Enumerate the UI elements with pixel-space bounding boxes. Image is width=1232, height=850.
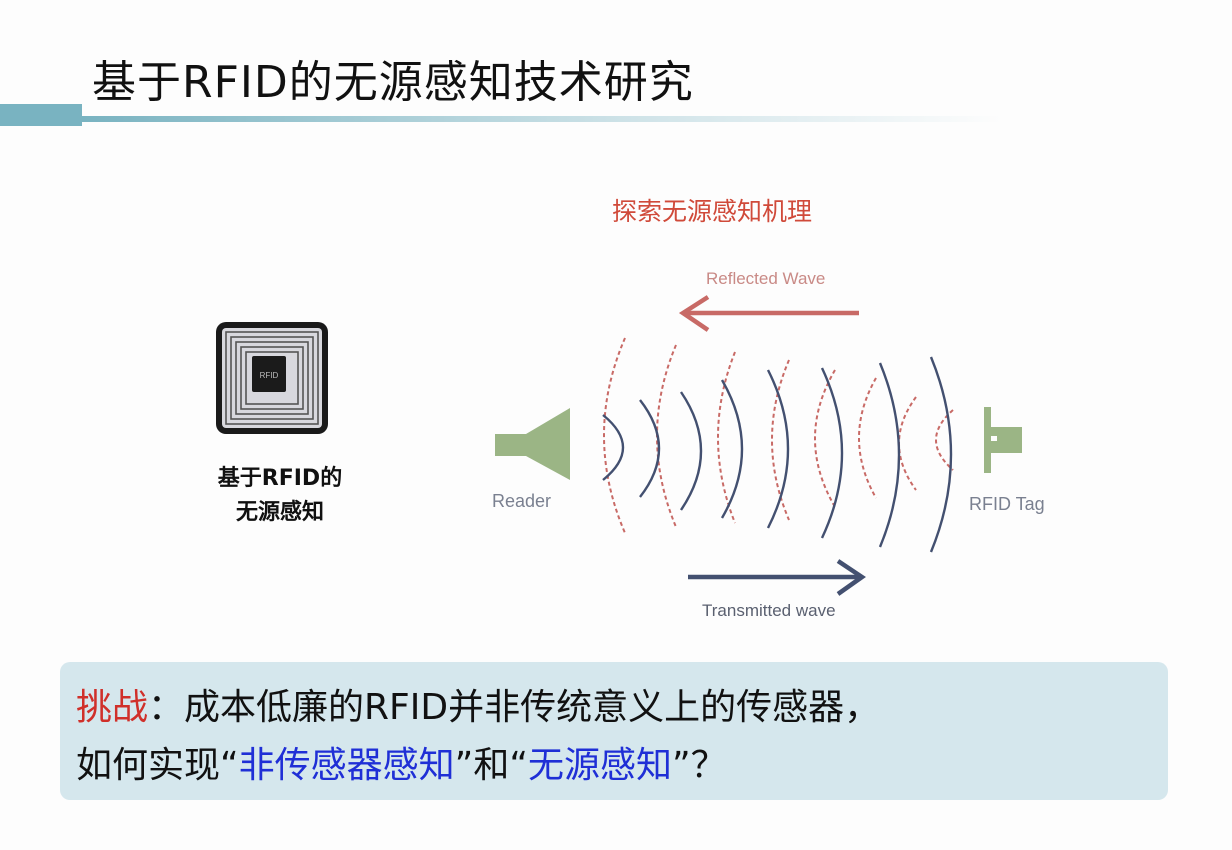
chip-text: RFID xyxy=(260,371,279,380)
highlight-passive: 无源感知 xyxy=(527,745,672,786)
transmitted-wavefront xyxy=(680,391,703,511)
challenge-text: ”？ xyxy=(672,745,727,786)
challenge-line-2: 如何实现“非传感器感知”和“无源感知”？ xyxy=(76,736,727,788)
reflected-wavefront xyxy=(858,377,877,499)
reflected-wavefront xyxy=(603,337,626,534)
reflected-wavefront xyxy=(898,396,917,491)
diagram-subtitle: 探索无源感知机理 xyxy=(612,197,813,226)
chip-label-line1: 基于RFID的 xyxy=(217,466,343,491)
transmitted-wavefront xyxy=(639,399,661,498)
rfid-tag-icon xyxy=(984,407,1022,473)
highlight-non-sensor: 非传感器感知 xyxy=(238,745,455,786)
reflected-wave-arrow xyxy=(678,295,859,332)
transmitted-wavefront xyxy=(602,414,625,481)
challenge-keyword: 挑战 xyxy=(76,687,149,728)
challenge-text: ：成本低廉的RFID并非传统意义上的传感器， xyxy=(148,687,881,728)
slide-title: 基于RFID的无源感知技术研究 xyxy=(92,57,694,108)
challenge-text: 如何实现“ xyxy=(76,745,239,786)
reader-icon xyxy=(495,408,570,480)
rfid-chip-image: RFID xyxy=(216,322,328,434)
reflected-wavefront xyxy=(717,351,736,524)
title-accent-bar xyxy=(0,104,82,126)
challenge-text: ”和“ xyxy=(454,745,528,786)
transmitted-wavefront xyxy=(929,356,953,553)
challenge-box xyxy=(60,662,1168,800)
reader-label: Reader xyxy=(492,491,552,511)
reflected-wavefront xyxy=(814,369,836,508)
challenge-line-1: 挑战：成本低廉的RFID并非传统意义上的传感器， xyxy=(76,678,880,730)
transmitted-wave-arrow xyxy=(688,559,866,596)
reflected-wavefront xyxy=(656,344,677,528)
transmitted-wavefront xyxy=(766,369,790,529)
transmitted-wavefront xyxy=(720,379,744,519)
transmitted-wavefront xyxy=(878,362,901,548)
title-underline xyxy=(82,116,1002,122)
transmitted-wavefront xyxy=(820,367,844,539)
rfid-tag-label: RFID Tag xyxy=(969,494,1045,514)
transmitted-wave-label: Transmitted wave xyxy=(702,601,836,620)
reflected-wave-label: Reflected Wave xyxy=(706,269,826,288)
chip-label-line2: 无源感知 xyxy=(235,500,324,525)
chip-label: 基于RFID的 无源感知 xyxy=(190,462,370,530)
